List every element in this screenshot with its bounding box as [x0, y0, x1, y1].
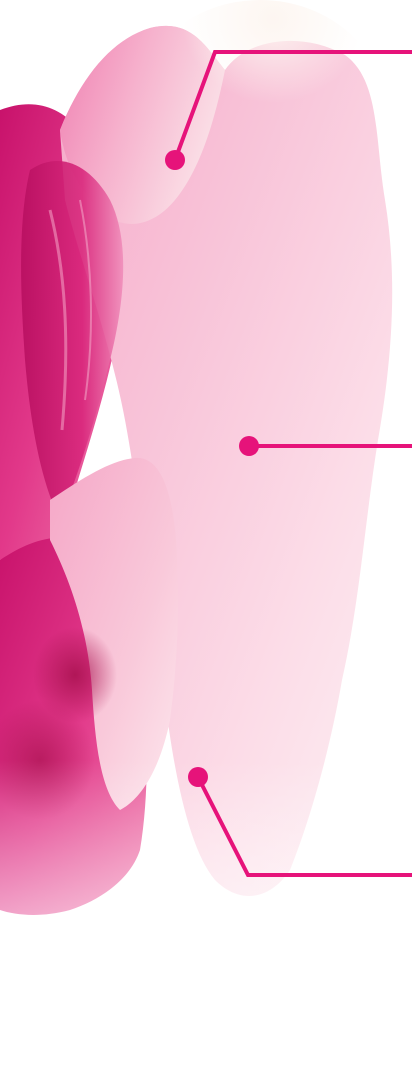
callout-top-dot — [165, 150, 185, 170]
callout-middle-dot — [239, 436, 259, 456]
callout-bottom-dot — [188, 767, 208, 787]
